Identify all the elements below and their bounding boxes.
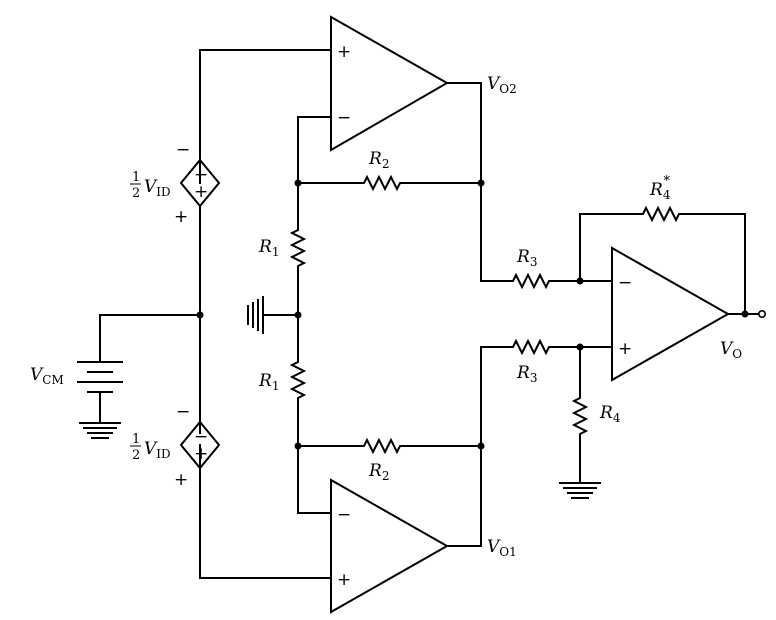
label-r3-bottom: R3 — [516, 363, 537, 385]
resistor-r4 — [571, 346, 589, 484]
svg-text:1: 1 — [132, 170, 140, 185]
opamp-output-stage: − + — [611, 246, 731, 382]
source-bottom-outer-minus: − — [176, 402, 190, 422]
label-r2-top: R2 — [368, 149, 389, 171]
label-vid-bottom: 1 2 VID — [130, 432, 171, 463]
label-vo2: VO2 — [487, 74, 517, 96]
label-r3-top: R3 — [516, 247, 537, 269]
svg-text:2: 2 — [132, 448, 140, 463]
label-vo: VO — [720, 339, 742, 361]
source-top-outer-minus: − — [176, 140, 190, 160]
label-r4-star: R4* — [649, 174, 671, 202]
ground-symbol-r4 — [559, 482, 601, 499]
ground-symbol-left — [247, 296, 299, 334]
resistor-r1-top — [289, 182, 307, 316]
resistor-r3-top — [480, 182, 613, 290]
output-terminal — [757, 309, 766, 318]
label-vo1: VO1 — [487, 537, 517, 559]
resistor-r2-top — [297, 174, 482, 192]
source-bottom-plus: + — [194, 444, 208, 464]
opamp-output-plus: + — [618, 339, 632, 359]
opamp-bottom-plus: + — [337, 570, 351, 590]
resistor-r4-star-feedback — [579, 205, 746, 315]
source-bottom-minus: − — [194, 427, 208, 447]
resistor-r1-bottom — [289, 314, 307, 447]
resistor-r2-bottom — [297, 437, 482, 455]
source-bottom-outer-plus: + — [174, 470, 188, 490]
label-r1-bottom: R1 — [258, 371, 279, 393]
dependent-source-bottom: − + — [179, 420, 221, 470]
wire-vcm-top — [99, 314, 201, 363]
wire-bottom-output — [446, 445, 482, 547]
dependent-source-top: − + — [179, 158, 221, 208]
junction-dots — [196, 179, 749, 450]
wire-top-plus-input — [199, 49, 332, 184]
opamp-top-plus: + — [337, 42, 351, 62]
svg-text:1: 1 — [132, 432, 140, 447]
wire-bottom-plus-input — [199, 444, 332, 579]
source-top-minus: − — [194, 165, 208, 185]
svg-text:VID: VID — [144, 177, 171, 199]
wire-top-output — [446, 82, 482, 184]
label-vcm: VCM — [30, 365, 64, 387]
resistor-r3-bottom — [480, 338, 613, 447]
label-r1-top: R1 — [258, 237, 279, 259]
opamp-top-minus: − — [337, 108, 351, 128]
battery-vcm — [77, 361, 123, 393]
svg-text:2: 2 — [132, 186, 140, 201]
label-vid-top: 1 2 VID — [130, 170, 171, 201]
label-r2-bottom: R2 — [368, 461, 389, 483]
svg-text:VID: VID — [144, 439, 171, 461]
wire-bottom-minus-input — [297, 445, 332, 514]
opamp-top: + − — [330, 15, 450, 152]
source-top-outer-plus: + — [174, 207, 188, 227]
ground-symbol-vcm — [79, 391, 121, 439]
opamp-bottom: − + — [330, 478, 450, 614]
opamp-bottom-minus: − — [337, 505, 351, 525]
source-top-plus: + — [194, 182, 208, 202]
opamp-output-minus: − — [618, 273, 632, 293]
wire-top-minus-input — [297, 116, 332, 184]
label-r4: R4 — [599, 403, 621, 425]
